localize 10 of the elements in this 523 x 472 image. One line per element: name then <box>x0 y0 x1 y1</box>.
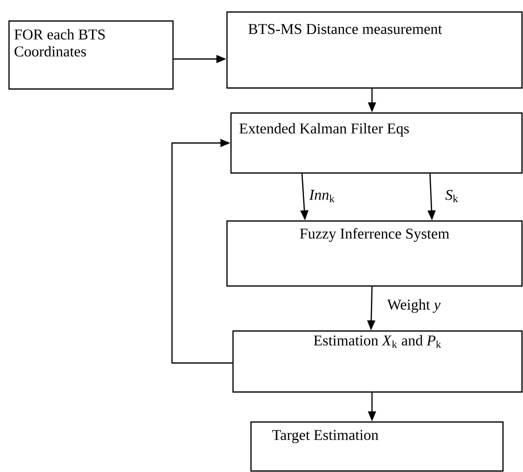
process-box: Target Estimation <box>250 421 504 472</box>
edge-label: S$_{k}$ <box>444 188 460 204</box>
process-box: BTS-MS Distance measurement <box>226 11 523 89</box>
process-box: FOR each BTS Coordinates <box>8 20 174 90</box>
process-box: Estimation X$_{k}$ and P$_{k}$ <box>232 330 523 393</box>
edge-label: Inn$_{k}$ <box>308 188 336 204</box>
process-box: Extended Kalman Filter Eqs <box>230 112 523 174</box>
edge-label: Weight y <box>386 298 442 314</box>
arrow <box>171 138 232 364</box>
process-box: Fuzzy Inferrence System <box>226 220 523 287</box>
